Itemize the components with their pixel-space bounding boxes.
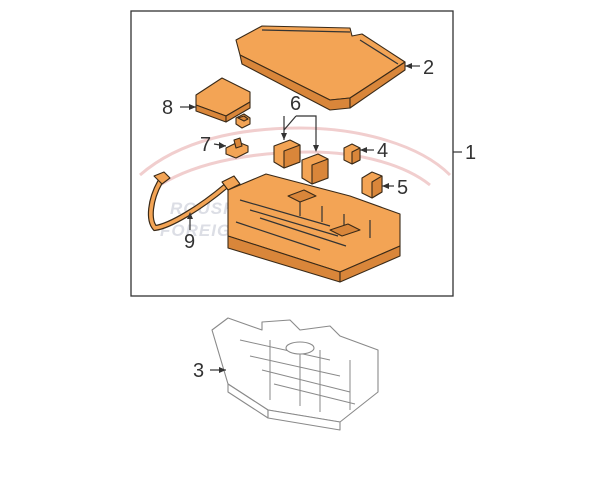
part-fuse-block: [227, 173, 401, 283]
part-3-lower-housing: [211, 317, 379, 431]
part-6-relay-right: [301, 153, 329, 185]
part-8-cover-piece: [195, 77, 251, 123]
part-9-cable: [147, 171, 241, 232]
part-7-nut: [235, 113, 251, 129]
part-7-clip: [225, 137, 249, 159]
callout-2: 2: [423, 57, 434, 79]
callout-4: 4: [377, 140, 388, 162]
callout-5: 5: [397, 177, 408, 199]
callout-3: 3: [193, 360, 204, 382]
part-6-relay-left: [273, 139, 301, 169]
assembly-frame: [130, 10, 454, 297]
part-4-fuse: [343, 143, 361, 165]
callout-9: 9: [184, 231, 195, 253]
callout-lines: [180, 63, 462, 373]
callout-1: 1: [465, 142, 476, 164]
part-2-cover: [235, 25, 406, 111]
callout-6: 6: [290, 93, 301, 115]
callout-7: 7: [200, 134, 211, 156]
callout-8: 8: [162, 97, 173, 119]
watermark-car-outline-icon: [139, 126, 452, 187]
part-5-relay: [361, 171, 383, 199]
